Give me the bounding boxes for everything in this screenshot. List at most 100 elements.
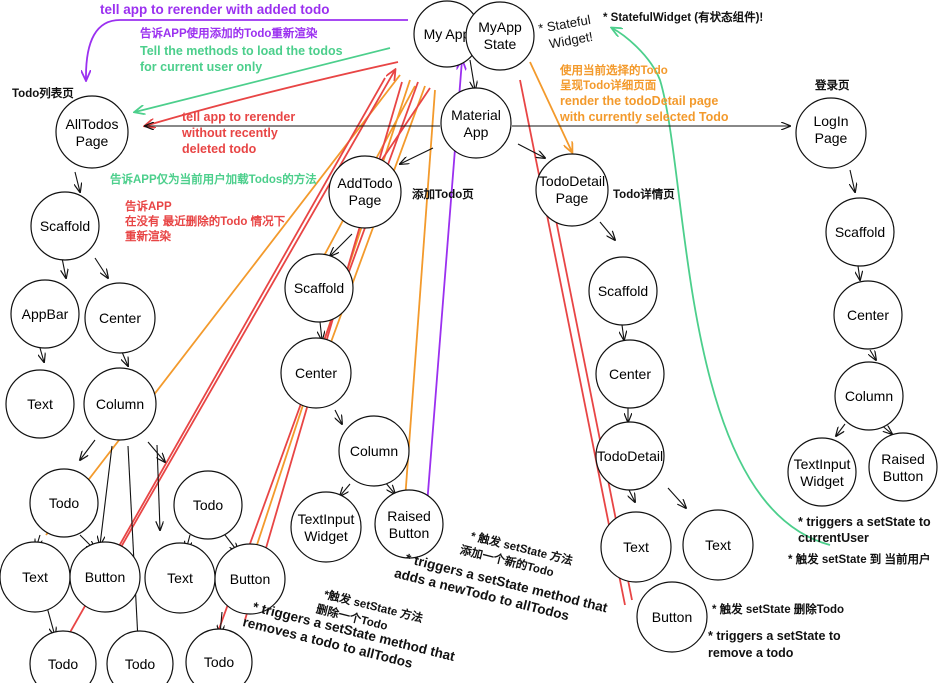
node-center-alltodos: Center [84,282,156,354]
svg-text:Todo: Todo [204,654,235,670]
anno-cn-render-detail: 使用当前选择的Todo 呈现Todo详细页面 [559,63,671,92]
node-button-detail: Button [636,581,708,653]
edge [157,444,160,530]
anno-setstate-remove-todo: * triggers a setState to remove a todo [708,629,844,660]
anno-tell-methods-load: Tell the methods to load the todos for c… [140,44,346,74]
edge [100,445,113,545]
node-center-detail: Center [595,339,665,409]
node-button-todo-2: Button [214,543,286,615]
svg-text:Text: Text [623,539,649,555]
edge [80,439,96,460]
green-line-login [612,28,831,546]
svg-text:Center: Center [99,310,141,326]
svg-text:Column: Column [96,396,144,412]
node-my-app: My App [413,0,481,68]
svg-text:Button: Button [652,609,692,625]
edge [667,487,686,508]
anno-tell-rerender-deleted: tell app to rerender without recently de… [181,110,299,156]
edge [340,483,351,496]
svg-text:Todo: Todo [48,656,79,672]
anno-add-todo-page: 添加Todo页 [412,187,474,201]
edge [622,324,624,340]
svg-text:Scaffold: Scaffold [598,283,648,299]
anno-cn-rerender-added: 告诉APP使用添加的Todo重新渲染 [140,26,318,40]
svg-text:Todo: Todo [49,495,80,511]
node-label-my-app: My App [424,26,471,42]
svg-text:* Stateful Widget!: * Stateful Widget! [537,11,598,52]
svg-text:Text: Text [22,569,48,585]
edge [62,257,66,278]
purple-line-rerender-added [86,19,408,80]
anno-cn-rerender-deleted: 告诉APP 在没有 最近删除的Todo 情况下 重新渲染 [125,199,288,243]
svg-text:Center: Center [847,307,889,323]
svg-text:Todo: Todo [125,656,156,672]
node-todo-bottom-2: Todo [106,630,174,683]
svg-text:Center: Center [609,366,651,382]
anno-stateful-widget-tag: * Stateful Widget! [537,11,598,52]
svg-text:AppBar: AppBar [22,306,69,322]
edge [147,441,165,462]
node-column-login: Column [834,361,904,431]
orange-line-todo1a [45,74,401,536]
edge [122,351,128,366]
green-line-methods [135,47,391,112]
node-text-appbar: Text [5,369,75,439]
node-tododetail: TodoDetail [595,421,665,491]
svg-text:Scaffold: Scaffold [835,224,885,240]
node-todo-bottom-3: Todo [185,628,253,683]
edge [40,347,44,362]
anno-login-page: 登录页 [814,78,850,92]
node-scaffold-login: Scaffold [825,197,895,267]
node-text-todo-2: Text [144,542,216,614]
anno-tell-rerender-added: tell app to rerender with added todo [100,2,330,17]
edge [94,257,108,278]
orange-line-raised2 [404,89,436,501]
edge [870,349,876,360]
node-scaffold-addtodo: Scaffold [284,253,354,323]
red-line-myappstate-long [519,79,626,606]
node-text-detail-1: Text [600,511,672,583]
anno-setstate-current-user: * triggers a setState to currentUser [798,515,934,545]
edge [850,169,855,192]
edge [836,423,846,436]
orange-line-center2 [319,85,426,373]
svg-text:Button: Button [85,569,125,585]
node-column-alltodos: Column [83,367,157,441]
node-todo-1: Todo [29,468,99,538]
edge [599,221,615,240]
node-column-addtodo: Column [338,415,410,487]
node-todo-2: Todo [173,470,243,540]
svg-text:* triggers a setState method t: * triggers a setState method that remove… [241,598,460,682]
edge [400,147,434,164]
anno-cn-setstate-delete: * 触发 setState 删除Todo [712,602,844,616]
orange-line-to-detail [529,61,572,152]
edge [335,409,342,424]
edge [127,445,138,640]
node-todo-bottom-1: Todo [29,630,97,683]
edge [330,233,353,256]
node-button-todo-1: Button [69,541,141,613]
anno-todo-list-page: Todo列表页 [12,86,74,100]
node-text-todo-1: Text [0,541,71,613]
edge [320,321,322,340]
svg-text:Text: Text [27,396,53,412]
red-line-button1a [104,70,395,576]
anno-todo-detail-page: Todo详情页 [613,187,675,201]
edge [517,143,545,158]
